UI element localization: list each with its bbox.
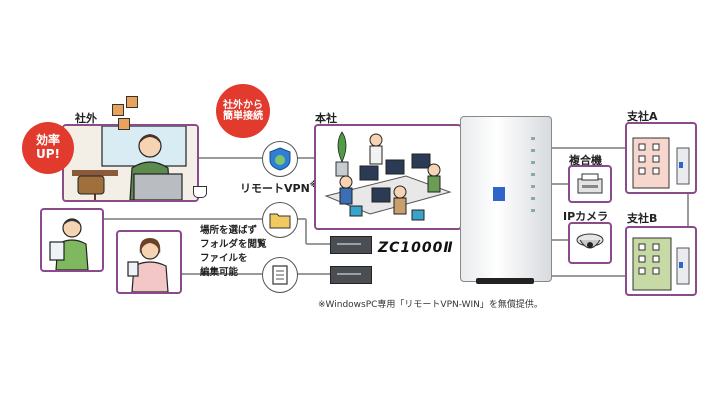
remote-vpn-label: リモートVPN※ xyxy=(240,180,318,196)
router-status-lights xyxy=(531,137,535,217)
branch-a-label: 支社A xyxy=(627,110,658,123)
document-icon xyxy=(272,265,288,285)
wall-frame-icon xyxy=(112,104,124,116)
branch-b-box xyxy=(625,226,697,296)
product-name: ZC1000Ⅱ xyxy=(378,240,454,256)
phone-user-box xyxy=(116,230,182,294)
feature-line-3: ファイルを xyxy=(200,253,248,264)
printer-icon xyxy=(577,173,603,194)
hq-label: 本社 xyxy=(315,112,337,125)
branch-a-box xyxy=(625,122,697,194)
easy-connect-line2: 簡単接続 xyxy=(223,111,263,122)
branch-a-building-icon xyxy=(632,137,690,189)
wall-frame-icon xyxy=(118,118,130,130)
efficiency-bubble: 効率 UP! xyxy=(22,122,74,174)
phone-user-illustration xyxy=(127,238,169,292)
outside-label: 社外 xyxy=(75,112,97,125)
router-stand xyxy=(476,278,534,284)
folder-icon xyxy=(269,213,291,229)
document-node xyxy=(262,257,298,293)
office-workers-illustration xyxy=(324,131,452,221)
feature-text: 場所を選ばず フォルダを閲覧 ファイルを 編集可能 xyxy=(200,224,267,280)
server-unit-bottom xyxy=(330,266,372,284)
footnote: ※WindowsPC専用「リモートVPN-WIN」を無償提供。 xyxy=(318,300,543,310)
vpn-shield-icon xyxy=(269,147,291,171)
tablet-user-illustration xyxy=(49,218,89,270)
router-logo xyxy=(493,187,505,201)
easy-connect-bubble: 社外から 簡単接続 xyxy=(216,84,270,138)
coffee-cup-icon xyxy=(193,186,207,198)
easy-connect-line1: 社外から xyxy=(223,99,263,111)
camera-icon xyxy=(576,233,604,249)
remote-vpn-text: リモートVPN xyxy=(240,182,310,195)
server-unit-top xyxy=(330,236,372,254)
ip-camera-box xyxy=(568,222,612,264)
remote-vpn-mark: ※ xyxy=(310,180,318,189)
tablet-user-box xyxy=(40,208,104,272)
branch-b-building-icon xyxy=(632,237,690,291)
efficiency-bubble-line1: 効率 xyxy=(35,133,60,148)
efficiency-bubble-line2: UP! xyxy=(35,147,60,161)
folder-node xyxy=(262,202,298,238)
wall-frame-icon xyxy=(126,96,138,108)
feature-line-2: フォルダを閲覧 xyxy=(200,239,267,250)
outside-scene-box xyxy=(62,124,199,202)
ip-camera-label: IPカメラ xyxy=(563,210,609,223)
feature-line-4: 編集可能 xyxy=(200,267,239,278)
router-device xyxy=(460,116,552,282)
remote-vpn-node xyxy=(262,141,298,177)
remote-worker-illustration xyxy=(64,126,197,200)
feature-line-1: 場所を選ばず xyxy=(200,225,258,236)
multifunction-box xyxy=(568,165,612,203)
hq-office-box xyxy=(314,124,462,230)
multifunction-label: 複合機 xyxy=(569,154,602,167)
branch-b-label: 支社B xyxy=(627,212,658,225)
